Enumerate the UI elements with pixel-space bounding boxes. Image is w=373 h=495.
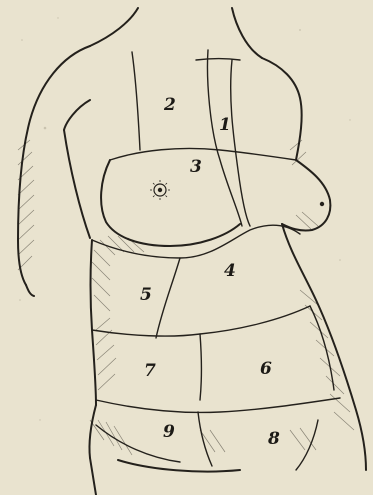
region-divisions [92, 50, 340, 470]
nipple-icon [150, 180, 170, 200]
region-label-8: 8 [267, 429, 280, 449]
paper-texture [19, 17, 350, 420]
region-label-4: 4 [224, 261, 236, 281]
region-label-7: 7 [144, 361, 156, 381]
region-label-3: 3 [190, 157, 202, 177]
region-label-6: 6 [260, 359, 272, 379]
body-outline [18, 8, 366, 495]
region-label-5: 5 [140, 285, 152, 305]
body-shading [18, 140, 354, 455]
region-label-2: 2 [163, 95, 176, 115]
region-labels: 1 2 3 4 5 6 7 8 9 [140, 95, 280, 449]
region-label-1: 1 [219, 115, 231, 135]
right-nipple-icon [320, 202, 324, 206]
region-label-9: 9 [163, 422, 175, 442]
